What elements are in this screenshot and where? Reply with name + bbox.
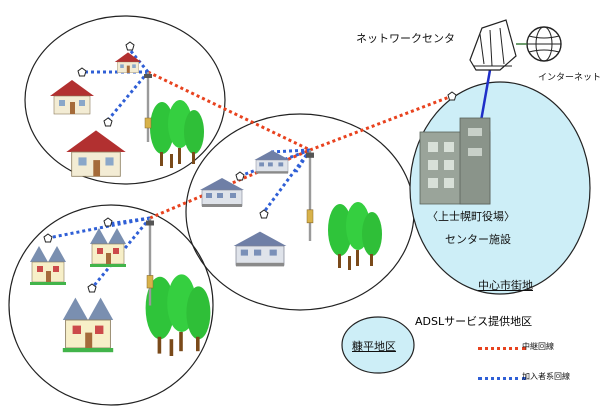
terminal-icon	[78, 68, 86, 76]
legend: ADSLサービス提供地区 中継回線 加入者系回線	[400, 313, 600, 409]
legend-relay-label: 中継回線	[522, 341, 554, 352]
terminal-icon	[448, 92, 456, 100]
legend-title: ADSLサービス提供地区	[412, 313, 535, 329]
subscriber-line	[270, 150, 310, 152]
internet-label: インターネット	[538, 70, 601, 83]
terminal-icon	[44, 234, 52, 242]
subscriber-line-swatch	[478, 377, 526, 380]
legend-row-subscriber: 加入者系回線	[400, 371, 600, 385]
house-icon	[50, 80, 94, 114]
town-office-label: 〈上士幌町役場〉	[427, 208, 515, 224]
tree-icon	[150, 100, 204, 168]
legend-subscriber-label: 加入者系回線	[522, 371, 570, 382]
relay-line-swatch	[478, 347, 526, 350]
downtown-label: 中心市街地	[478, 277, 533, 293]
terminal-icon	[260, 210, 268, 218]
house-icon	[66, 130, 125, 176]
tree-icon	[328, 202, 382, 270]
tree-icon	[146, 274, 211, 356]
legend-row-relay: 中継回線	[400, 341, 600, 355]
internet-globe-icon	[527, 27, 561, 61]
network-center-icon	[470, 20, 516, 70]
house-icon	[234, 232, 287, 267]
center-facility-label: センター施設	[445, 231, 511, 247]
house-icon	[63, 298, 113, 353]
terminal-icon	[104, 118, 112, 126]
terminal-icon	[126, 42, 134, 50]
terminal-icon	[104, 218, 112, 226]
house-icon	[115, 52, 141, 72]
house-icon	[30, 246, 66, 285]
house-icon	[90, 228, 126, 267]
terminal-icon	[236, 172, 244, 180]
subscriber-line	[108, 72, 148, 120]
area-label: 糠平地区	[352, 338, 396, 354]
utility-pole-icon	[306, 150, 314, 241]
house-icon	[200, 178, 244, 207]
house-icon	[254, 150, 289, 173]
region-circle-center	[186, 114, 414, 310]
network-center-label: ネットワークセンタ	[356, 30, 455, 46]
